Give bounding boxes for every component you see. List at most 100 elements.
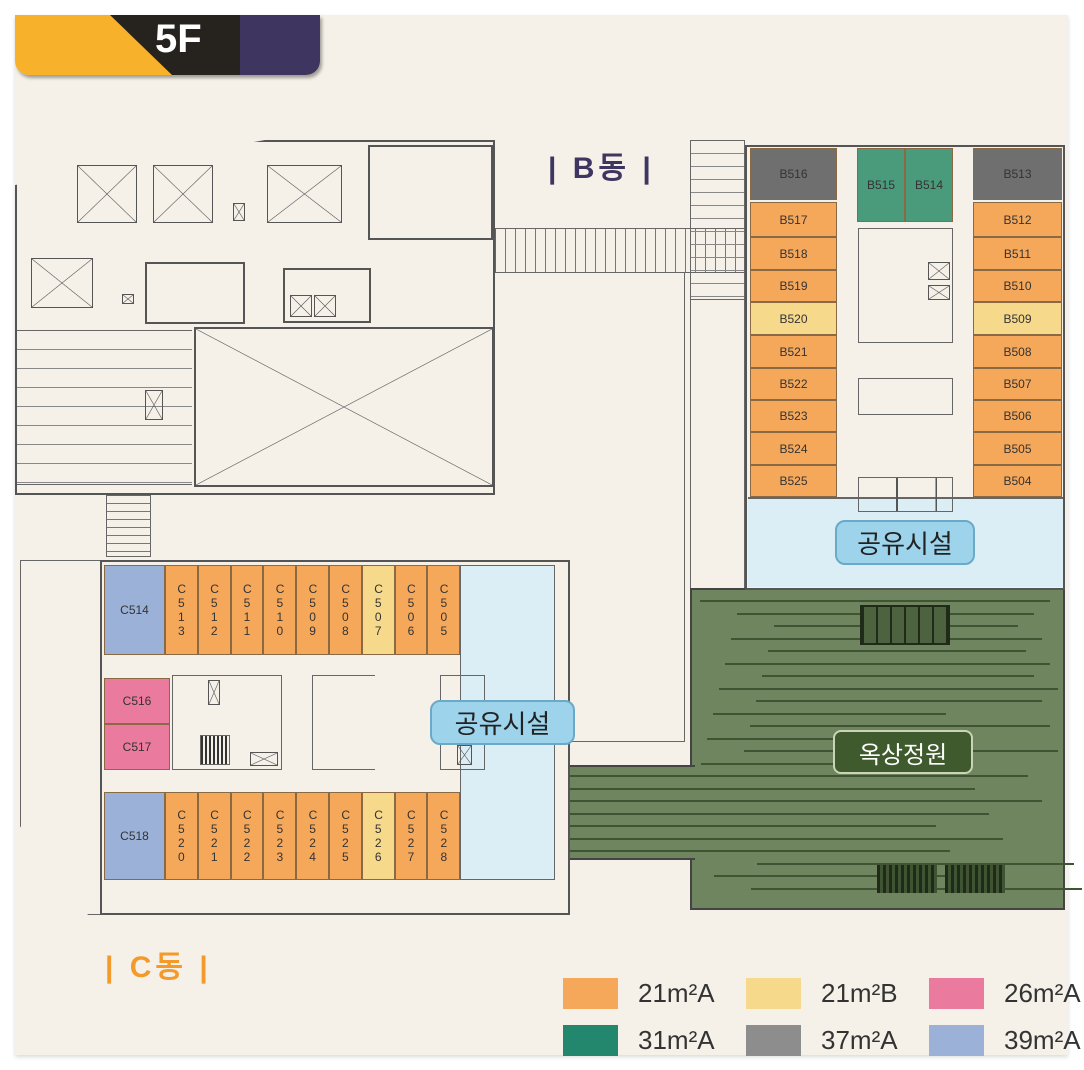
room-b525[interactable]: B525	[750, 465, 837, 497]
room-b506[interactable]: B506	[973, 400, 1062, 432]
legend-swatch	[563, 978, 618, 1009]
garden-path	[701, 762, 962, 765]
room-label: C526	[374, 808, 383, 864]
room-c527[interactable]: C527	[394, 792, 428, 880]
room-c512[interactable]: C512	[197, 565, 231, 655]
room-c505[interactable]: C505	[427, 565, 461, 655]
room-label: C524	[308, 808, 318, 864]
room-c513[interactable]: C513	[165, 565, 198, 655]
room-label: C516	[122, 694, 152, 708]
room-label: C520	[177, 808, 187, 864]
room-label: C512	[210, 582, 219, 638]
garden-path	[560, 800, 1042, 802]
room-c508[interactable]: C508	[329, 565, 362, 655]
floor-label: 5F	[155, 17, 202, 61]
garden-path	[560, 812, 989, 815]
legend-item: 21m²A	[563, 978, 715, 1009]
room-label: C521	[210, 808, 219, 864]
room-b519[interactable]: B519	[750, 270, 837, 302]
room-b523[interactable]: B523	[750, 400, 837, 432]
room-b504[interactable]: B504	[973, 465, 1062, 497]
room-label: B511	[1003, 246, 1032, 261]
room-c522[interactable]: C522	[230, 792, 264, 880]
legend-item: 39m²A	[929, 1025, 1081, 1056]
room-label: C522	[242, 808, 252, 864]
room-b516[interactable]: B516	[750, 148, 837, 200]
room-c524[interactable]: C524	[296, 792, 329, 880]
room-b524[interactable]: B524	[750, 432, 837, 465]
room-c516[interactable]: C516	[104, 678, 170, 724]
room-b518[interactable]: B518	[750, 237, 837, 270]
room-b520[interactable]: B520	[750, 302, 837, 335]
room-c521[interactable]: C521	[197, 792, 231, 880]
room-label: B512	[1003, 212, 1032, 227]
room-label: B522	[779, 377, 808, 391]
room-label: C506	[406, 582, 416, 638]
legend-label: 26m²A	[1004, 978, 1081, 1008]
legend-swatch	[563, 1025, 618, 1056]
room-label: B514	[914, 178, 944, 192]
room-label: C514	[120, 603, 149, 617]
garden-bench	[945, 865, 1005, 893]
garden-path	[762, 675, 1034, 677]
room-c511[interactable]: C511	[230, 565, 264, 655]
room-label: B507	[1003, 377, 1032, 391]
room-c520[interactable]: C520	[165, 792, 198, 880]
room-c517[interactable]: C517	[104, 724, 170, 770]
room-b511[interactable]: B511	[973, 237, 1062, 270]
b-shared-facility-label: 공유시설	[835, 520, 975, 565]
room-b521[interactable]: B521	[750, 335, 837, 368]
garden-path	[750, 725, 1050, 727]
c-wing-label: | C동 |	[105, 951, 212, 984]
garden-path	[560, 787, 975, 790]
room-b512[interactable]: B512	[973, 202, 1062, 237]
room-c518[interactable]: C518	[104, 792, 165, 880]
room-label: B515	[866, 178, 896, 192]
room-b514[interactable]: B514	[905, 148, 953, 222]
room-c510[interactable]: C510	[263, 565, 297, 655]
room-c528[interactable]: C528	[427, 792, 461, 880]
garden-path	[756, 700, 1042, 702]
room-label: C507	[374, 582, 383, 638]
room-label: B520	[779, 311, 808, 326]
garden-path	[719, 687, 1058, 690]
room-b510[interactable]: B510	[973, 270, 1062, 302]
room-c525[interactable]: C525	[329, 792, 362, 880]
room-c507[interactable]: C507	[361, 565, 395, 655]
room-c506[interactable]: C506	[394, 565, 428, 655]
room-b522[interactable]: B522	[750, 368, 837, 400]
room-label: C517	[122, 740, 152, 754]
room-b509[interactable]: B509	[973, 302, 1062, 335]
legend-label: 21m²A	[638, 978, 715, 1008]
floor-badge: 5F	[15, 15, 320, 75]
garden-path	[757, 862, 1074, 865]
room-b513[interactable]: B513	[973, 148, 1062, 200]
legend-label: 31m²A	[638, 1025, 715, 1055]
legend-swatch	[929, 1025, 984, 1056]
room-label: C509	[308, 582, 318, 638]
room-label: C527	[406, 808, 416, 864]
room-c514[interactable]: C514	[104, 565, 165, 655]
garden-pergola	[860, 605, 950, 645]
room-b505[interactable]: B505	[973, 432, 1062, 465]
room-label: C528	[439, 808, 449, 864]
room-b517[interactable]: B517	[750, 202, 837, 237]
room-label: C508	[341, 582, 351, 638]
room-b507[interactable]: B507	[973, 368, 1062, 400]
legend-swatch	[746, 1025, 801, 1056]
garden-path	[768, 650, 1026, 652]
room-b515[interactable]: B515	[857, 148, 905, 222]
room-label: B510	[1003, 279, 1032, 293]
legend-label: 39m²A	[1004, 1025, 1081, 1055]
room-label: B506	[1003, 409, 1032, 423]
room-c523[interactable]: C523	[263, 792, 297, 880]
room-c526[interactable]: C526	[361, 792, 395, 880]
room-b508[interactable]: B508	[973, 335, 1062, 368]
room-label: C510	[275, 582, 285, 638]
room-label: B519	[779, 279, 808, 293]
garden-path	[700, 600, 1050, 602]
room-c509[interactable]: C509	[296, 565, 329, 655]
legend-item: 26m²A	[929, 978, 1081, 1009]
garden-bench	[877, 865, 937, 893]
garden-path	[714, 875, 978, 877]
